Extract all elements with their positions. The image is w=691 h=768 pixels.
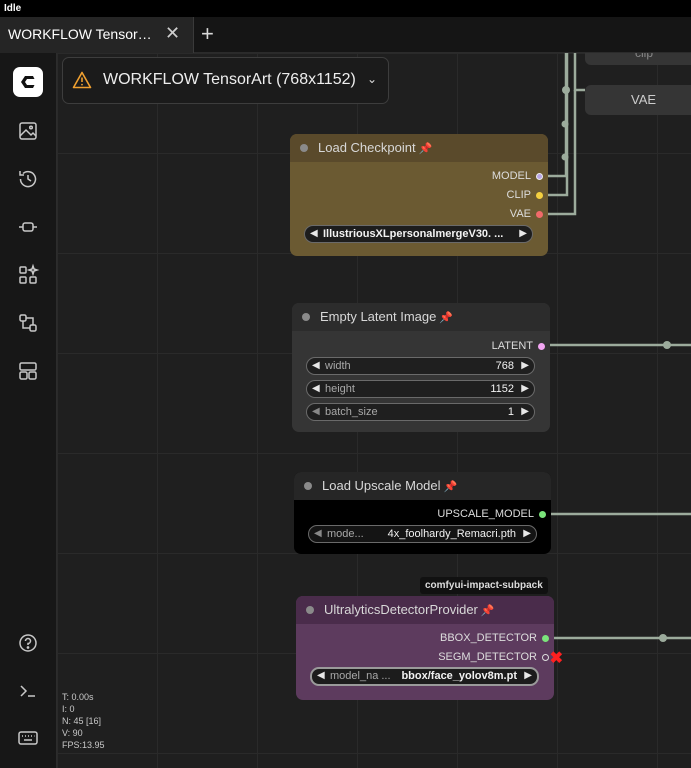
ultralytics-detector-node[interactable]: UltralyticsDetectorProvider📌 BBOX_DETECT…	[296, 596, 563, 700]
output-socket-bbox-detector[interactable]	[542, 635, 549, 642]
terminal-icon[interactable]	[16, 679, 40, 703]
collapse-dot[interactable]	[304, 482, 312, 490]
arrow-right-icon[interactable]: ▶	[519, 228, 527, 239]
output-label-bbox-detector: BBOX_DETECTOR	[440, 632, 537, 644]
load-checkpoint-node[interactable]: Load Checkpoint📌 MODEL CLIP VAE ◀ Illust…	[290, 134, 548, 256]
node-title: Load Checkpoint	[318, 140, 416, 155]
collapse-dot[interactable]	[306, 606, 314, 614]
templates-icon[interactable]	[16, 359, 40, 383]
offscreen-clip-node[interactable]: clip	[585, 53, 691, 65]
tab-label: WORKFLOW TensorArt (768x1152)	[8, 26, 158, 42]
output-label-latent: LATENT	[491, 340, 533, 352]
sidebar	[0, 53, 57, 768]
tab-bar: WORKFLOW TensorArt (768x1152) ✕ +	[0, 17, 691, 53]
status-label: Idle	[4, 3, 22, 14]
arrow-right-icon[interactable]: ▶	[521, 383, 529, 394]
arrow-left-icon[interactable]: ◀	[314, 528, 322, 539]
width-input[interactable]: ◀ width 768 ▶	[306, 357, 535, 375]
output-socket-upscale-model[interactable]	[539, 511, 546, 518]
arrow-right-icon[interactable]: ▶	[521, 360, 529, 371]
pin-icon: 📌	[480, 605, 495, 617]
arrow-left-icon[interactable]: ◀	[312, 406, 320, 417]
offscreen-vae-node[interactable]: VAE	[585, 85, 691, 115]
node-header[interactable]: Load Upscale Model📌	[294, 472, 551, 500]
output-socket-vae[interactable]	[536, 211, 543, 218]
node-header[interactable]: Load Checkpoint📌	[290, 134, 548, 162]
workflow-selector[interactable]: WORKFLOW TensorArt (768x1152) ⌄	[62, 57, 389, 104]
arrow-left-icon[interactable]: ◀	[317, 670, 325, 681]
disconnected-x-icon: ✖	[549, 650, 563, 667]
source-badge: comfyui-impact-subpack	[420, 577, 548, 594]
workflow-title: WORKFLOW TensorArt (768x1152)	[103, 71, 356, 88]
arrow-left-icon[interactable]: ◀	[310, 228, 318, 239]
logo-icon[interactable]	[13, 67, 43, 97]
output-label-segm-detector: SEGM_DETECTOR	[438, 651, 537, 663]
arrow-left-icon[interactable]: ◀	[312, 383, 320, 394]
node-header[interactable]: UltralyticsDetectorProvider📌	[296, 596, 554, 624]
height-input[interactable]: ◀ height 1152 ▶	[306, 380, 535, 398]
arrow-right-icon[interactable]: ▶	[523, 528, 531, 539]
output-label-model: MODEL	[491, 170, 531, 182]
model-library-icon[interactable]	[16, 263, 40, 287]
chevron-down-icon[interactable]: ⌄	[367, 72, 378, 86]
collapse-dot[interactable]	[302, 313, 310, 321]
keyboard-icon[interactable]	[16, 726, 40, 750]
arrow-left-icon[interactable]: ◀	[312, 360, 320, 371]
node-library-icon[interactable]	[16, 215, 40, 239]
warning-icon	[72, 71, 92, 94]
output-label-vae: VAE	[509, 208, 531, 220]
image-gallery-icon[interactable]	[16, 119, 40, 143]
batch-size-input[interactable]: ◀ batch_size 1 ▶	[306, 403, 535, 421]
output-socket-model[interactable]	[536, 173, 543, 180]
render-stats: T: 0.00s I: 0 N: 45 [16] V: 90 FPS:13.95	[62, 692, 105, 750]
node-title: Load Upscale Model	[322, 478, 441, 493]
pin-icon: 📌	[418, 143, 433, 155]
history-icon[interactable]	[16, 167, 40, 191]
node-title: UltralyticsDetectorProvider	[324, 602, 478, 617]
pin-icon: 📌	[439, 312, 454, 324]
output-label-clip: CLIP	[506, 189, 531, 201]
close-icon[interactable]: ✕	[165, 23, 181, 43]
collapse-dot[interactable]	[300, 144, 308, 152]
output-socket-clip[interactable]	[536, 192, 543, 199]
empty-latent-image-node[interactable]: Empty Latent Image📌 LATENT ◀ width 768 ▶…	[292, 303, 550, 432]
node-header[interactable]: Empty Latent Image📌	[292, 303, 550, 331]
output-label-upscale-model: UPSCALE_MODEL	[437, 508, 534, 520]
link-wires	[545, 53, 691, 642]
arrow-right-icon[interactable]: ▶	[524, 670, 532, 681]
workflows-icon[interactable]	[16, 311, 40, 335]
workflow-tab[interactable]: WORKFLOW TensorArt (768x1152) ✕	[0, 17, 194, 53]
pin-icon: 📌	[443, 481, 458, 493]
output-socket-segm-detector[interactable]	[542, 654, 549, 661]
detector-model-name-combo[interactable]: ◀ model_na ... bbox/face_yolov8m.pt ▶	[310, 667, 539, 686]
checkpoint-name-combo[interactable]: ◀ IllustriousXLpersonalmergeV30. ... ▶	[304, 225, 533, 243]
load-upscale-model-node[interactable]: Load Upscale Model📌 UPSCALE_MODEL ◀ mode…	[294, 472, 551, 554]
help-icon[interactable]	[16, 631, 40, 655]
output-socket-latent[interactable]	[538, 343, 545, 350]
add-tab-icon[interactable]: +	[201, 21, 214, 46]
node-title: Empty Latent Image	[320, 309, 437, 324]
graph-canvas[interactable]: clip VAE WORKFLOW TensorArt (768x1152) ⌄…	[57, 53, 691, 768]
window-title-bar: Idle	[0, 0, 691, 17]
upscale-model-name-combo[interactable]: ◀ mode... 4x_foolhardy_Remacri.pth ▶	[308, 525, 537, 543]
arrow-right-icon[interactable]: ▶	[521, 406, 529, 417]
